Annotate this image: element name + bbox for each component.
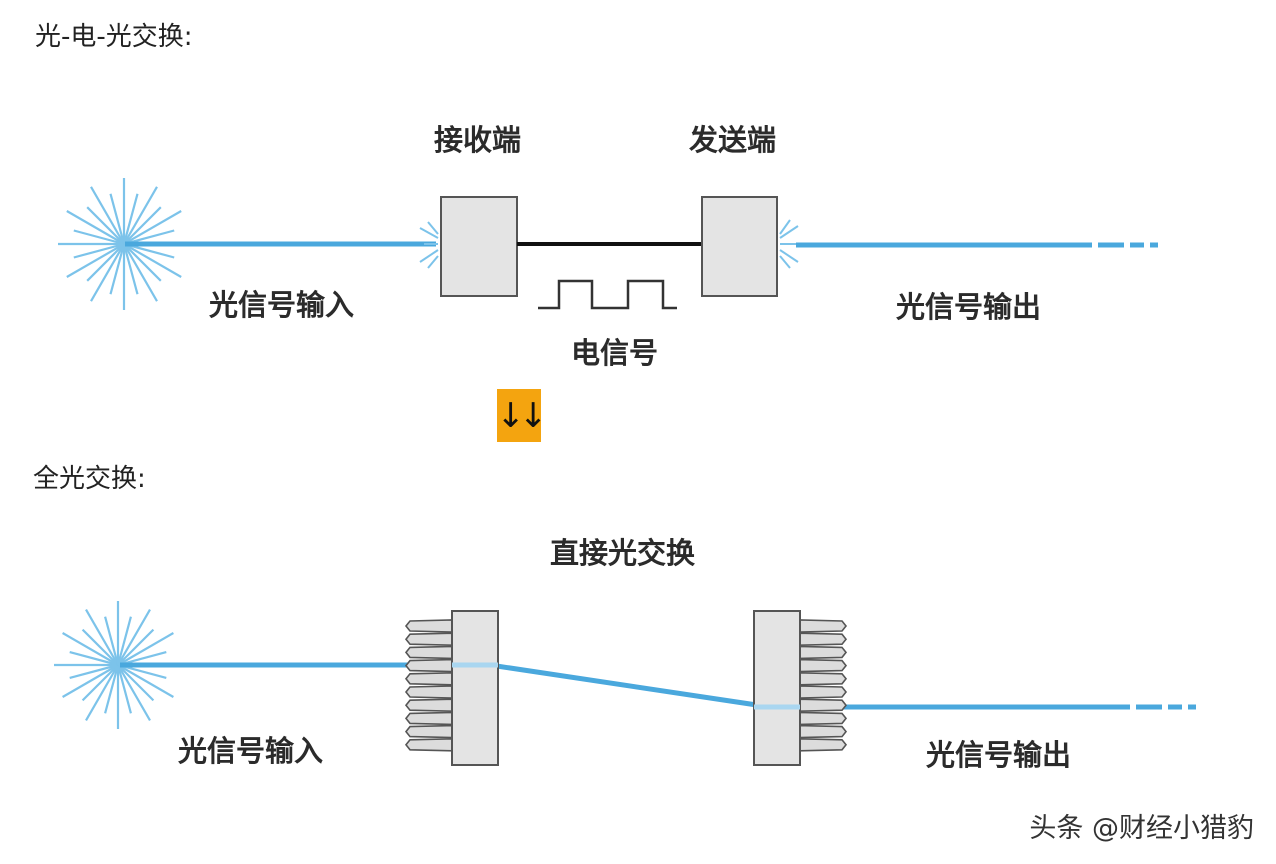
star-ray	[86, 243, 125, 282]
star-ray	[117, 609, 151, 666]
star-ray	[73, 242, 125, 259]
switch-tooth	[799, 645, 848, 660]
star-ray	[81, 664, 119, 702]
section-title-all-optical: 全光交换:	[33, 464, 146, 494]
square-wave-icon	[538, 279, 677, 310]
switch-tooth	[404, 737, 453, 752]
star-ray	[123, 243, 162, 282]
switch-tooth	[404, 711, 453, 726]
star-ray	[109, 193, 126, 245]
star-ray	[62, 664, 119, 698]
switch-tooth	[404, 685, 453, 699]
output-label-bottom: 光信号输出	[926, 738, 1072, 772]
switch-tooth	[404, 698, 453, 713]
switch-tooth	[799, 632, 848, 647]
star-ray	[81, 628, 119, 666]
star-ray	[62, 632, 119, 666]
section-title-oeo: 光-电-光交换:	[35, 22, 193, 52]
switch-tooth	[404, 645, 453, 660]
switch-tooth	[799, 619, 848, 633]
switch-tooth	[404, 671, 453, 686]
sender-label: 发送端	[689, 123, 777, 157]
input-label-top: 光信号输入	[209, 288, 355, 322]
receiver-label: 接收端	[434, 123, 522, 157]
switch-tooth	[799, 658, 848, 673]
star-ray	[90, 243, 125, 302]
star-ray	[123, 186, 158, 245]
switch-tooth	[799, 724, 848, 739]
down-arrows-icon: ↓↓	[497, 389, 548, 442]
star-ray	[123, 210, 182, 245]
watermark: 头条 @财经小猎豹	[1029, 813, 1254, 844]
star-ray	[117, 664, 174, 698]
star-ray	[85, 664, 119, 721]
electric-signal-label: 电信号	[571, 336, 659, 370]
sender-spark-icon	[779, 219, 799, 269]
sender-box	[701, 196, 778, 297]
receiver-spark-icon	[419, 221, 439, 269]
switch-tooth	[404, 632, 453, 647]
star-ray	[90, 186, 125, 245]
direct-exchange-label: 直接光交换	[550, 536, 696, 570]
left-optical-switch	[404, 610, 499, 766]
right-optical-switch	[753, 610, 848, 766]
star-ray	[117, 664, 155, 702]
switch-tooth	[404, 658, 453, 673]
star-ray	[85, 609, 119, 666]
star-ray	[104, 664, 120, 714]
switch-tooth	[799, 698, 848, 713]
input-label-bottom: 光信号输入	[178, 734, 324, 768]
star-ray	[117, 664, 151, 721]
star-ray	[123, 243, 182, 278]
star-ray	[116, 616, 132, 666]
star-ray	[86, 206, 125, 245]
star-ray	[116, 664, 132, 714]
star-ray	[69, 651, 119, 667]
receiver-box	[440, 196, 518, 297]
star-ray	[69, 663, 119, 679]
star-ray	[123, 206, 162, 245]
star-ray	[109, 243, 126, 295]
light-source-star-top	[58, 178, 190, 310]
switch-tooth	[799, 671, 848, 686]
switch-tooth	[799, 685, 848, 699]
switch-tooth	[799, 711, 848, 726]
switch-tooth	[799, 737, 848, 752]
star-ray	[122, 193, 139, 245]
star-ray	[104, 616, 120, 666]
star-ray	[123, 243, 158, 302]
output-label-top: 光信号输出	[896, 290, 1042, 324]
switch-tooth	[404, 619, 453, 633]
star-ray	[122, 243, 139, 295]
star-ray	[73, 229, 125, 246]
switch-tooth	[404, 724, 453, 739]
star-ray	[66, 210, 125, 245]
cross-fiber	[489, 662, 771, 710]
star-ray	[117, 632, 174, 666]
star-ray	[117, 628, 155, 666]
star-ray	[66, 243, 125, 278]
